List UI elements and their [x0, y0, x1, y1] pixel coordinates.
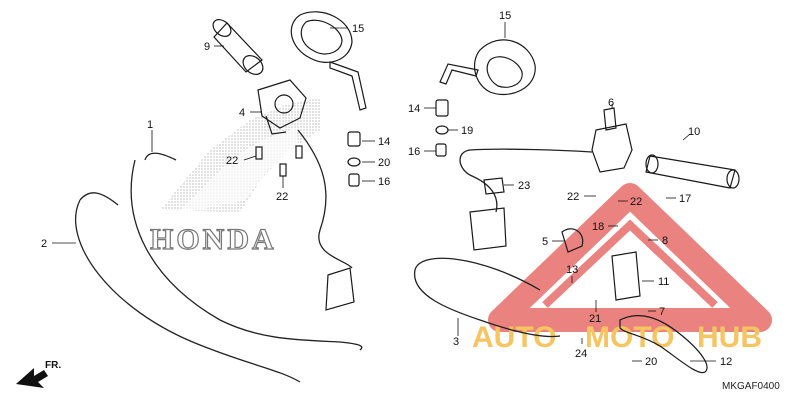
right-cable	[414, 257, 561, 338]
callout-1: 1	[147, 119, 153, 131]
right-switch-housing	[591, 107, 633, 173]
front-arrow-icon	[16, 368, 48, 388]
small-hardware-left	[255, 131, 361, 187]
watermark: AUTO MOTO HUB	[472, 183, 772, 354]
watermark-hub: HUB	[697, 321, 762, 354]
callout-20-left: 20	[378, 157, 390, 169]
callout-9: 9	[204, 41, 210, 53]
left-mirror	[290, 11, 367, 111]
callout-5: 5	[542, 236, 548, 248]
callout-4: 4	[239, 107, 245, 119]
small-hardware-right	[435, 99, 449, 157]
callout-10: 10	[688, 126, 700, 138]
callout-18: 18	[592, 221, 604, 233]
right-grip	[645, 154, 740, 189]
callout-14-right: 14	[408, 103, 420, 115]
left-grip	[212, 19, 264, 75]
honda-wing-logo: HONDA	[149, 98, 320, 257]
callout-14-left: 14	[378, 136, 390, 148]
callout-22-right-a: 22	[567, 191, 579, 203]
callout-22-left-b: 22	[276, 191, 288, 203]
callout-8: 8	[662, 235, 668, 247]
diagram-code: MKGAF0400	[722, 381, 780, 392]
callout-15-left: 15	[352, 23, 364, 35]
callout-13: 13	[566, 264, 578, 276]
throttle-cables	[75, 152, 363, 383]
callout-7: 7	[659, 306, 665, 318]
callout-2: 2	[41, 238, 47, 250]
callout-labels: 9 15 4 1 2 22 22 14 20 16 15 14 19 16 23…	[41, 10, 732, 368]
callout-3: 3	[453, 336, 459, 348]
callout-21: 21	[589, 313, 601, 325]
callout-24: 24	[575, 348, 587, 360]
right-mirror	[439, 39, 536, 96]
front-label: FR.	[45, 360, 61, 371]
callout-16-right: 16	[408, 146, 420, 158]
callout-23: 23	[518, 180, 530, 192]
watermark-auto: AUTO	[472, 321, 556, 354]
front-brake-lever	[619, 315, 708, 374]
honda-wordmark: HONDA	[150, 223, 277, 256]
left-switch-harness	[297, 129, 355, 311]
right-switch-harness	[459, 148, 593, 251]
callout-16-left: 16	[378, 176, 390, 188]
front-direction-indicator: FR.	[16, 360, 61, 388]
callout-19: 20	[645, 356, 657, 368]
callout-17: 17	[679, 193, 691, 205]
callout-11: 11	[658, 276, 669, 288]
watermark-moto: MOTO	[585, 321, 674, 354]
left-switch-housing	[257, 79, 307, 135]
callout-22-right-b: 22	[630, 196, 642, 208]
callout-6: 6	[608, 97, 614, 109]
callout-22-left-a: 22	[226, 155, 238, 167]
callout-15-right: 15	[499, 10, 511, 22]
callout-12: 12	[720, 356, 732, 368]
callout-20-right: 19	[461, 125, 473, 137]
clutch-lever-bracket	[561, 228, 641, 301]
